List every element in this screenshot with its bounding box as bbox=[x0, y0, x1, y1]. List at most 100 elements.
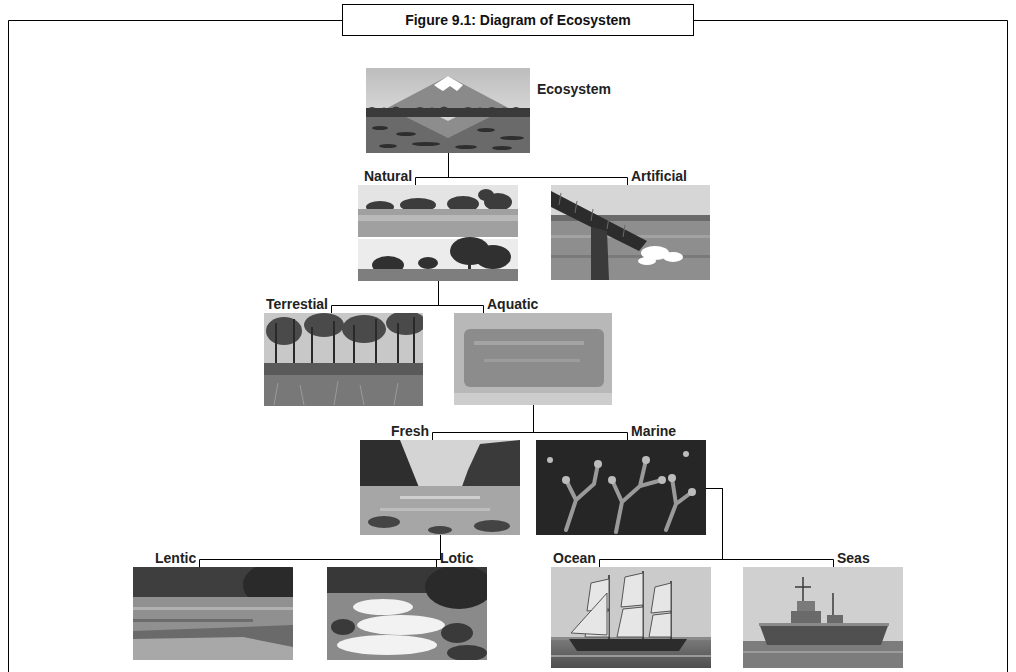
coral-scene-part bbox=[547, 451, 696, 496]
node-label: Lotic bbox=[440, 551, 473, 566]
rapids-scene-part-part bbox=[441, 623, 473, 643]
pond-scene-part bbox=[464, 329, 604, 387]
forest-scene-part-part bbox=[300, 385, 304, 405]
lotic-photo bbox=[327, 565, 493, 661]
river-forest-scene-part-part bbox=[474, 520, 510, 532]
lentic-photo bbox=[133, 563, 303, 660]
ship-scene-part bbox=[791, 611, 821, 623]
terrestial-photo bbox=[264, 311, 426, 406]
ship-scene-part bbox=[759, 623, 889, 626]
outfall-scene-part-part bbox=[591, 209, 593, 221]
outfall-scene-part bbox=[638, 246, 683, 265]
mountain-lake-scene-part bbox=[434, 76, 463, 91]
figure-frame bbox=[9, 21, 1008, 672]
tree-connector bbox=[534, 405, 628, 440]
coral-scene-part-part bbox=[683, 451, 689, 457]
forest-scene-part-part bbox=[274, 383, 278, 405]
field-scenes-part bbox=[358, 239, 518, 281]
rapids-scene-part-part bbox=[353, 599, 413, 615]
ship-scene-part bbox=[795, 577, 833, 617]
rapids-scene-part-part bbox=[331, 619, 355, 635]
title-box: Figure 9.1: Diagram of Ecosystem bbox=[342, 4, 694, 36]
mountain-lake-scene-part-part bbox=[412, 142, 440, 146]
sailing-ship-scene-part-part bbox=[651, 583, 671, 613]
river-forest-scene bbox=[360, 440, 520, 535]
ship-scene-part bbox=[743, 641, 903, 668]
tree-connector bbox=[706, 489, 834, 568]
seas-photo bbox=[743, 567, 903, 668]
photo-node: Natural bbox=[358, 185, 518, 281]
sailing-ship-scene-part-part bbox=[617, 607, 643, 637]
mountain-lake-scene-part-part bbox=[477, 128, 495, 132]
coral-scene-part-part bbox=[688, 488, 696, 496]
lake-shore-scene-part bbox=[133, 625, 293, 660]
pond-scene-part bbox=[454, 393, 612, 405]
tree-connector bbox=[437, 535, 441, 567]
mountain-lake-scene-part-part bbox=[379, 144, 397, 148]
ship-scene-part-part bbox=[832, 593, 834, 617]
outfall-scene-part-part bbox=[623, 225, 625, 237]
forest-scene-part bbox=[266, 311, 426, 345]
node-label: Fresh bbox=[391, 424, 429, 439]
outfall-scene-part bbox=[551, 185, 710, 280]
coral-scene-part bbox=[536, 440, 706, 535]
outfall-scene-part bbox=[591, 227, 609, 280]
mountain-lake-scene-part-part bbox=[396, 132, 416, 136]
photo-node: Terrestial bbox=[264, 313, 423, 406]
ship-scene bbox=[743, 567, 903, 668]
natural-photo bbox=[358, 185, 518, 281]
field-scenes-part bbox=[358, 209, 518, 237]
sailing-ship-scene bbox=[551, 567, 711, 668]
river-forest-scene-part bbox=[360, 486, 520, 535]
figure-title: Figure 9.1: Diagram of Ecosystem bbox=[405, 12, 631, 28]
tree-connector bbox=[439, 281, 484, 313]
outfall-scene bbox=[551, 185, 710, 280]
node-label: Aquatic bbox=[487, 297, 538, 312]
artificial-photo bbox=[551, 185, 710, 280]
forest-scene-part bbox=[264, 363, 423, 377]
node-label: Artificial bbox=[631, 169, 687, 184]
ship-scene-part bbox=[743, 651, 903, 653]
forest-scene-part-part bbox=[386, 311, 426, 335]
node-label: Seas bbox=[837, 551, 870, 566]
coral-scene-part-part bbox=[666, 478, 692, 530]
photo-node: Aquatic bbox=[454, 313, 612, 405]
forest-scene-part bbox=[274, 381, 398, 405]
field-scenes-part bbox=[358, 269, 518, 281]
forest-scene-part-part bbox=[360, 385, 364, 405]
field-scenes-part bbox=[358, 185, 518, 281]
river-forest-scene-part bbox=[400, 496, 480, 499]
coral-scene-part-part bbox=[562, 476, 570, 484]
sailing-ship-scene-part-part bbox=[621, 573, 643, 607]
coral-scene-part-part bbox=[594, 460, 602, 468]
photo-node: Artificial bbox=[551, 185, 710, 280]
rapids-scene-part-part bbox=[447, 645, 487, 661]
ship-scene-part bbox=[827, 615, 843, 623]
forest-scene-part-part bbox=[413, 317, 415, 371]
lake-shore-scene-part bbox=[133, 607, 293, 610]
forest-scene bbox=[264, 311, 426, 406]
figure-frame-part bbox=[694, 21, 1008, 672]
lake-shore-scene-part bbox=[133, 637, 293, 660]
coral-scene-part-part bbox=[547, 457, 553, 463]
sailing-ship-scene-part-part bbox=[571, 593, 607, 635]
rapids-scene-part-part bbox=[357, 615, 445, 635]
sailing-ship-scene-part-part bbox=[649, 613, 671, 637]
tree-connector bbox=[449, 153, 628, 185]
forest-scene-part-part bbox=[334, 381, 338, 405]
forest-scene-part-part bbox=[304, 313, 344, 337]
tree-connector bbox=[600, 489, 723, 568]
coral-scene-part-part bbox=[642, 456, 650, 464]
sailing-ship-scene-part bbox=[551, 655, 711, 657]
pond-scene-part bbox=[484, 359, 580, 362]
photo-node: Marine bbox=[536, 440, 706, 535]
mountain-lake-scene-part bbox=[372, 126, 524, 150]
field-scenes-part-part bbox=[418, 257, 438, 269]
mountain-lake-scene-part bbox=[440, 117, 456, 121]
rapids-scene bbox=[327, 565, 493, 661]
outfall-scene-part-part bbox=[638, 257, 656, 265]
ecosystem-photo bbox=[366, 68, 530, 153]
mountain-lake-scene-part-part bbox=[455, 145, 477, 149]
